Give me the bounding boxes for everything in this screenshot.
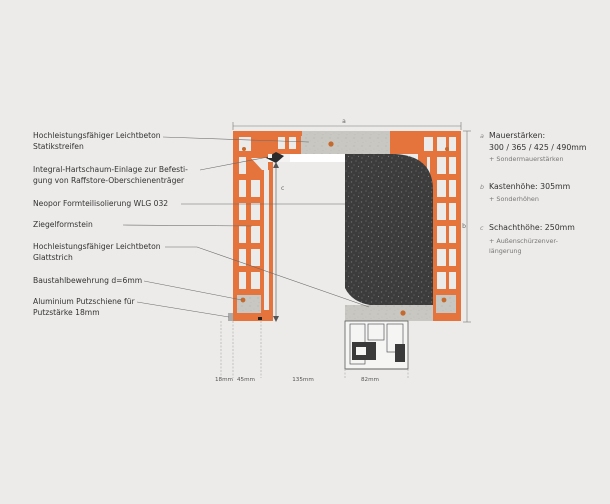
window-profile xyxy=(344,320,409,370)
spec-b-letter: b xyxy=(480,183,485,191)
spec-a-main: Mauerstärken: 300 / 365 / 425 / 490mm xyxy=(489,131,587,152)
spec-b-main: Kastenhöhe: 305mm xyxy=(489,182,571,191)
label-leichtbeton-statik: Hochleistungsfähiger Leichtbeton Statiks… xyxy=(33,131,161,151)
spec-c-letter: c xyxy=(480,224,484,232)
dim-c-label: c xyxy=(281,185,284,192)
spec-b-sub: + Sonderhöhen xyxy=(489,195,539,203)
putzschiene xyxy=(228,313,262,321)
spec-a-sub: + Sondermauerstärken xyxy=(489,155,564,163)
label-hartschaum: Integral-Hartschaum-Einlage zur Befesti-… xyxy=(33,165,188,185)
dim-b-label: b xyxy=(462,223,466,230)
glattstrich xyxy=(345,305,433,321)
leader-lines xyxy=(122,136,370,318)
bottom-dimensions: 18mm 45mm 135mm 82mm xyxy=(215,321,409,383)
label-ziegel: Ziegelformstein xyxy=(33,220,93,229)
dimension-b: b xyxy=(462,130,471,323)
neopor-insulation xyxy=(268,154,433,305)
dim-bottom-82: 82mm xyxy=(361,377,379,383)
dim-bottom-45: 45mm xyxy=(237,377,255,383)
hartschaum-insert xyxy=(266,152,284,163)
label-neopor: Neopor Formteilisolierung WLG 032 xyxy=(33,199,169,208)
label-leichtbeton-glatt: Hochleistungsfähiger Leichtbeton Glattst… xyxy=(33,242,161,262)
dim-bottom-18: 18mm xyxy=(215,377,233,383)
top-bricks xyxy=(273,131,418,154)
label-putzschiene: Aluminium Putzschiene für Putzstärke 18m… xyxy=(33,297,135,317)
dim-bottom-135: 135mm xyxy=(292,377,314,383)
rebar-dots xyxy=(240,147,449,303)
dimension-c: c xyxy=(273,162,284,322)
spec-c-main: Schachthöhe: 250mm xyxy=(489,223,575,232)
dim-a-label: a xyxy=(342,118,346,125)
spec-c-sub: + Außenschürzenver- längerung xyxy=(489,237,558,255)
dimension-a: a xyxy=(232,118,462,130)
label-baustahl: Baustahlbewehrung d=6mm xyxy=(33,276,143,285)
spec-a-letter: a xyxy=(480,132,484,140)
